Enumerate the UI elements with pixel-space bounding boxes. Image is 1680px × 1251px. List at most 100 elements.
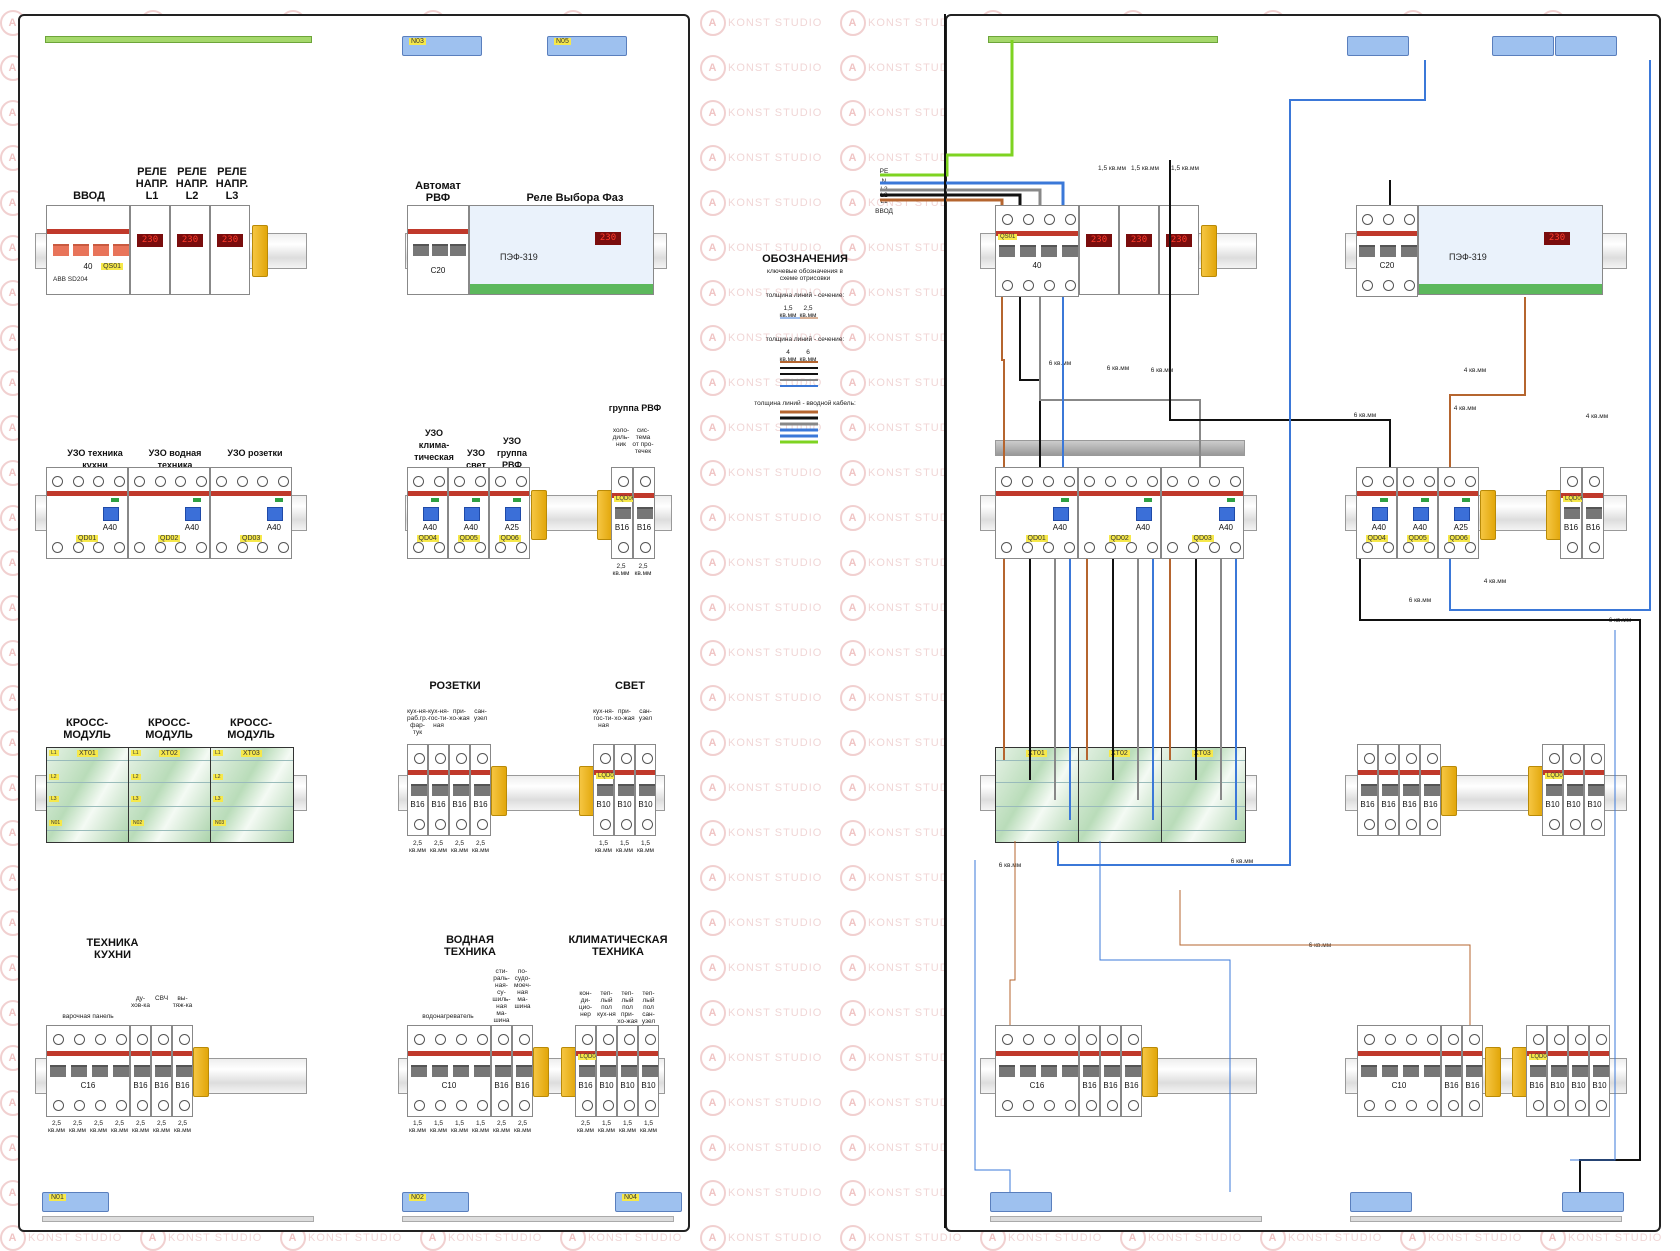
- test-button[interactable]: [464, 507, 480, 521]
- terminal-screw[interactable]: [115, 1100, 127, 1111]
- toggle-lever[interactable]: [1529, 1065, 1546, 1077]
- terminal-screw[interactable]: [623, 1034, 635, 1045]
- test-button[interactable]: [1372, 507, 1388, 521]
- terminal-screw[interactable]: [1574, 1100, 1586, 1111]
- terminal-screw[interactable]: [1084, 542, 1096, 553]
- terminal-screw[interactable]: [1043, 1034, 1055, 1045]
- terminal-screw[interactable]: [434, 1100, 446, 1111]
- terminal-screw[interactable]: [134, 542, 146, 553]
- terminal-screw[interactable]: [1127, 1100, 1139, 1111]
- terminal-screw[interactable]: [175, 542, 187, 553]
- terminal-screw[interactable]: [136, 1100, 148, 1111]
- terminal-screw[interactable]: [72, 542, 84, 553]
- terminal-screw[interactable]: [236, 542, 248, 553]
- terminal-screw[interactable]: [1403, 214, 1415, 225]
- toggle-lever[interactable]: [1360, 784, 1377, 796]
- toggle-lever[interactable]: [452, 784, 469, 796]
- terminal-screw[interactable]: [581, 1034, 593, 1045]
- terminal-screw[interactable]: [1468, 1100, 1480, 1111]
- voltage-relay-l2[interactable]: 230: [170, 205, 210, 295]
- circuit-breaker[interactable]: B10: [638, 1025, 659, 1117]
- terminal-screw[interactable]: [1405, 753, 1417, 764]
- terminal-screw[interactable]: [1188, 542, 1200, 553]
- circuit-breaker[interactable]: B16: [130, 1025, 151, 1117]
- circuit-breaker[interactable]: B16: [633, 467, 655, 559]
- toggle-lever[interactable]: [1444, 1065, 1461, 1077]
- circuit-breaker[interactable]: B16: [1121, 1025, 1142, 1117]
- toggle-lever[interactable]: [1061, 1065, 1078, 1077]
- terminal-screw[interactable]: [434, 753, 446, 764]
- main-breaker-qs01[interactable]: 40 QS01 ABB SD204: [46, 205, 130, 295]
- test-button[interactable]: [1413, 507, 1429, 521]
- terminal-screw[interactable]: [1567, 542, 1578, 553]
- terminal-screw[interactable]: [216, 476, 228, 487]
- circuit-breaker[interactable]: B10: [1547, 1025, 1568, 1117]
- toggle-lever[interactable]: [1586, 507, 1602, 519]
- terminal-screw[interactable]: [433, 476, 445, 487]
- circuit-breaker[interactable]: B16: [449, 744, 470, 836]
- terminal-screw[interactable]: [1548, 753, 1560, 764]
- circuit-breaker[interactable]: B16: [491, 1025, 512, 1117]
- circuit-breaker[interactable]: B16: [1462, 1025, 1483, 1117]
- terminal-screw[interactable]: [581, 1100, 593, 1111]
- terminal-screw[interactable]: [136, 1034, 148, 1045]
- terminal-screw[interactable]: [1001, 280, 1013, 291]
- circuit-breaker[interactable]: B16: [1399, 744, 1420, 836]
- voltage-relay[interactable]: 230: [1159, 205, 1199, 295]
- terminal-screw[interactable]: [1468, 1034, 1480, 1045]
- cross-module[interactable]: XT01: [995, 747, 1080, 843]
- terminal-screw[interactable]: [476, 819, 488, 830]
- terminal-screw[interactable]: [1362, 476, 1374, 487]
- terminal-screw[interactable]: [1125, 476, 1137, 487]
- toggle-lever[interactable]: [1423, 784, 1440, 796]
- terminal-screw[interactable]: [1146, 476, 1158, 487]
- terminal-screw[interactable]: [1405, 1034, 1417, 1045]
- toggle-lever[interactable]: [578, 1065, 595, 1077]
- toggle-lever[interactable]: [1381, 784, 1398, 796]
- terminal-screw[interactable]: [1567, 476, 1578, 487]
- terminal-screw[interactable]: [1105, 542, 1117, 553]
- terminal-screw[interactable]: [1042, 542, 1054, 553]
- toggle-lever[interactable]: [452, 1065, 469, 1077]
- terminal-screw[interactable]: [1405, 819, 1417, 830]
- terminal-screw[interactable]: [1146, 542, 1158, 553]
- toggle-lever[interactable]: [473, 1065, 490, 1077]
- circuit-breaker[interactable]: B16: [470, 744, 491, 836]
- terminal-screw[interactable]: [495, 542, 507, 553]
- terminal-screw[interactable]: [1022, 214, 1034, 225]
- toggle-lever[interactable]: [1423, 1065, 1440, 1077]
- toggle-lever[interactable]: [410, 784, 427, 796]
- terminal-screw[interactable]: [52, 1034, 64, 1045]
- test-button[interactable]: [267, 507, 283, 521]
- toggle-lever[interactable]: [1360, 1065, 1377, 1077]
- terminal-screw[interactable]: [641, 753, 653, 764]
- terminal-screw[interactable]: [134, 476, 146, 487]
- circuit-breaker[interactable]: B10: [1563, 744, 1584, 836]
- toggle-lever[interactable]: [1359, 245, 1376, 257]
- toggle-lever[interactable]: [641, 1065, 658, 1077]
- terminal-screw[interactable]: [476, 1100, 488, 1111]
- terminal-screw[interactable]: [72, 476, 84, 487]
- terminal-screw[interactable]: [257, 542, 269, 553]
- terminal-screw[interactable]: [455, 819, 467, 830]
- toggle-lever[interactable]: [133, 1065, 150, 1077]
- n-block-n06[interactable]: [1555, 36, 1617, 56]
- toggle-lever[interactable]: [998, 245, 1015, 257]
- toggle-lever[interactable]: [473, 784, 490, 796]
- terminal-screw[interactable]: [277, 542, 289, 553]
- toggle-lever[interactable]: [431, 1065, 448, 1077]
- terminal-screw[interactable]: [1022, 1034, 1034, 1045]
- terminal-screw[interactable]: [413, 542, 425, 553]
- terminal-screw[interactable]: [93, 476, 105, 487]
- terminal-screw[interactable]: [1362, 542, 1374, 553]
- terminal-screw[interactable]: [236, 476, 248, 487]
- terminal-screw[interactable]: [1106, 1034, 1118, 1045]
- circuit-breaker[interactable]: B16: [1420, 744, 1441, 836]
- terminal-screw[interactable]: [1085, 1034, 1097, 1045]
